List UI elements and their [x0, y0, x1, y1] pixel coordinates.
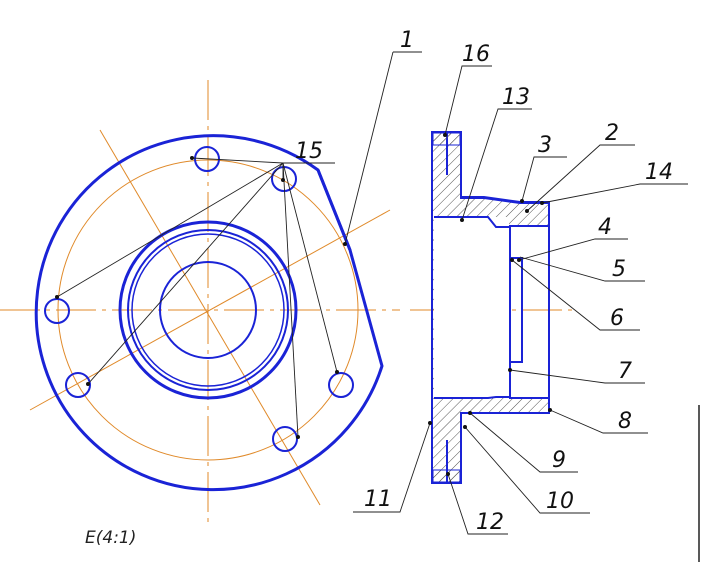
- leader-6-dot: [510, 258, 514, 262]
- leader-13-dot: [460, 218, 464, 222]
- flange-outer-contour: [34, 134, 384, 492]
- callout-9: 9: [552, 448, 566, 473]
- leader-2: [526, 144, 635, 212]
- leader-14-dot: [540, 201, 544, 205]
- flange-flat-edge: [316, 169, 352, 251]
- leader-2-dot: [525, 209, 529, 213]
- leader-15-f: [282, 162, 338, 373]
- callout-11: 11: [364, 487, 392, 512]
- callout-10: 10: [546, 489, 574, 514]
- leader-12-dot: [446, 472, 450, 476]
- leader-1-dot: [343, 242, 347, 246]
- view-title: Е(4:1): [85, 528, 136, 548]
- leader-4: [518, 238, 628, 261]
- leader-15-dot-a: [190, 156, 194, 160]
- callout-14: 14: [645, 160, 673, 185]
- section-groove-outline: [510, 257, 523, 363]
- leader-8: [549, 409, 648, 434]
- hub-outer-circle: [118, 220, 298, 400]
- leader-16: [444, 65, 492, 136]
- leader-15-dot-f: [335, 370, 339, 374]
- callout-labels: 1 2 3 4 5 6 7 8 9 10 11 12 13 14 15 16 Е…: [85, 28, 673, 548]
- section-hub-gap-top: [462, 132, 522, 197]
- leader-5: [519, 256, 645, 282]
- leader-15-c: [87, 162, 284, 385]
- leader-14: [541, 183, 688, 204]
- callout-13: 13: [502, 85, 530, 110]
- leader-1: [344, 51, 394, 245]
- callout-12: 12: [476, 510, 504, 535]
- leader-15-e: [282, 162, 299, 438]
- front-centerline-diagonal-2: [29, 209, 391, 411]
- leader-3-dot: [520, 199, 524, 203]
- callout-3: 3: [538, 133, 552, 158]
- leader-3: [521, 156, 567, 202]
- callout-15: 15: [295, 139, 323, 164]
- bolt-hole-bottom: [272, 426, 298, 452]
- callout-8: 8: [618, 409, 632, 434]
- leader-15-dot-c: [86, 382, 90, 386]
- leader-15-dot-b: [55, 295, 59, 299]
- leader-16-dot: [443, 133, 447, 137]
- leader-15-a: [191, 157, 284, 164]
- bolt-hole-bottom-left: [65, 372, 91, 398]
- leader-7: [509, 369, 645, 384]
- hub-groove-circle: [127, 229, 289, 391]
- bolt-circle: [57, 159, 359, 461]
- bolt-hole-left: [44, 298, 70, 324]
- callout-6: 6: [610, 306, 624, 331]
- section-hub-gap-bottom: [462, 414, 522, 484]
- leader-4-dot: [517, 258, 521, 262]
- leader-12: [447, 473, 508, 535]
- section-bore-outline: [434, 216, 511, 399]
- callout-7: 7: [618, 359, 632, 384]
- front-view: [0, 51, 422, 525]
- leader-11-dot: [428, 421, 432, 425]
- leader-15-dot-e: [296, 435, 300, 439]
- section-bolt-hole-top: [432, 132, 461, 146]
- leader-9: [469, 412, 578, 473]
- leader-15-b: [56, 162, 284, 298]
- leader-11: [353, 422, 431, 513]
- leader-15-dot-d: [281, 178, 285, 182]
- section-view: [353, 65, 688, 535]
- bolt-hole-right: [328, 372, 354, 398]
- section-bore-void: [434, 217, 509, 398]
- leader-9-dot: [468, 411, 472, 415]
- callout-4: 4: [598, 215, 612, 240]
- bore-circle: [159, 261, 257, 359]
- callout-1: 1: [400, 28, 414, 53]
- leader-13: [461, 108, 532, 221]
- callout-16: 16: [462, 42, 490, 67]
- callout-2: 2: [605, 121, 619, 146]
- section-hub-outline: [461, 196, 550, 414]
- leader-8-dot: [548, 408, 552, 412]
- leader-6: [511, 259, 640, 331]
- leader-7-dot: [508, 368, 512, 372]
- bolt-hole-top: [194, 146, 220, 172]
- callout-5: 5: [612, 257, 626, 282]
- front-centerline-diagonal-1: [99, 129, 321, 506]
- hub-inner-circle: [131, 233, 285, 387]
- leader-10-dot: [463, 425, 467, 429]
- leader-10: [464, 426, 590, 514]
- section-bolt-hole-bottom: [432, 469, 461, 483]
